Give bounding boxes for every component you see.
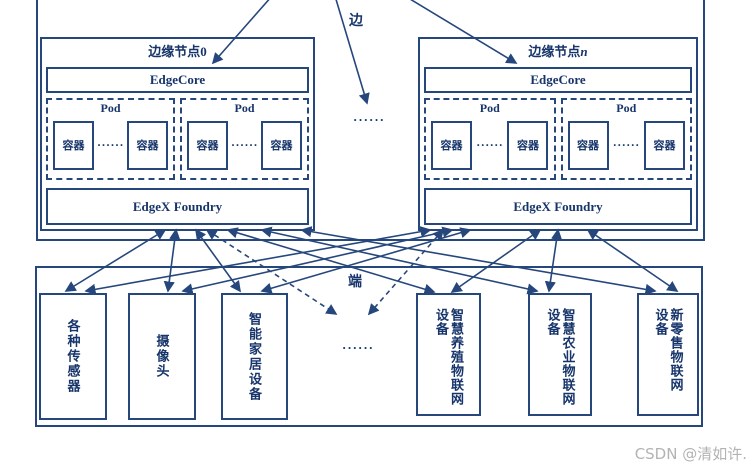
edgex-foundry-box: EdgeX Foundry <box>424 188 692 225</box>
edgecore-label: EdgeCore <box>530 72 586 87</box>
pod-containers: 容器 ······ 容器 <box>426 116 554 178</box>
device-label-suffix: 设备 <box>545 308 561 336</box>
edge-side-label: 边 <box>349 14 363 29</box>
edgecore-label: EdgeCore <box>149 72 206 87</box>
edge-node-n: 边缘节点n EdgeCore Pod 容器 ······ 容器 Pod 容器 ·… <box>418 37 698 231</box>
device-label: 各种传感器 <box>65 319 81 394</box>
more-edge-nodes-ellipsis: ······ <box>352 112 385 127</box>
edgecore-box: EdgeCore <box>46 67 309 93</box>
device-label-suffix: 设备 <box>434 308 449 336</box>
pod-box: Pod 容器 ······ 容器 <box>46 98 175 180</box>
container-box: 容器 <box>643 120 685 170</box>
pod-label: Pod <box>479 101 500 115</box>
container-box: 容器 <box>567 120 609 170</box>
device-box-sensors: 各种传感器 <box>39 293 107 420</box>
device-label: 智能家居设备 <box>247 311 262 402</box>
containers-ellipsis: ······ <box>96 137 124 152</box>
device-box-smart-agriculture-iot: 智慧农业物联网 设备 <box>528 293 592 416</box>
device-box-smart-farming-iot: 智慧养殖物联网 设备 <box>416 293 481 416</box>
device-box-camera: 摄像头 <box>128 293 196 420</box>
edge-node-0-title-prefix: 边缘节点 <box>148 44 201 59</box>
container-box: 容器 <box>260 120 302 170</box>
edge-node-0: 边缘节点0 EdgeCore Pod 容器 ······ 容器 Pod 容器 ·… <box>40 37 315 231</box>
edge-node-n-title-index: n <box>580 44 588 59</box>
edge-node-n-title: 边缘节点n <box>420 41 696 60</box>
pod-box: Pod 容器 ······ 容器 <box>424 98 556 180</box>
more-devices-ellipsis: ······ <box>341 340 374 355</box>
device-label: 智慧养殖物联网 <box>449 308 464 406</box>
device-label: 智慧农业物联网 <box>560 308 576 406</box>
watermark: CSDN @清如许. <box>634 445 747 463</box>
container-box: 容器 <box>187 120 228 170</box>
device-label: 摄像头 <box>154 334 170 379</box>
container-box: 容器 <box>126 120 168 170</box>
pods-row: Pod 容器 ······ 容器 Pod 容器 ······ 容器 <box>46 98 309 180</box>
edgex-foundry-box: EdgeX Foundry <box>46 188 309 225</box>
edge-node-n-title-prefix: 边缘节点 <box>528 44 581 59</box>
pod-box: Pod 容器 ······ 容器 <box>560 98 692 180</box>
edgex-foundry-label: EdgeX Foundry <box>513 198 603 214</box>
container-box: 容器 <box>53 120 94 170</box>
container-box: 容器 <box>431 120 472 170</box>
device-box-smart-home: 智能家居设备 <box>221 293 288 420</box>
edge-node-0-title: 边缘节点0 <box>42 41 313 60</box>
device-label: 新零售物联网 <box>668 308 684 392</box>
pod-containers: 容器 ······ 容器 <box>563 116 691 178</box>
edgecore-box: EdgeCore <box>424 67 692 93</box>
edge-node-0-title-index: 0 <box>200 44 207 59</box>
pods-row: Pod 容器 ······ 容器 Pod 容器 ······ 容器 <box>424 98 692 180</box>
pod-label: Pod <box>234 101 255 115</box>
pod-label: Pod <box>616 101 637 115</box>
pod-label: Pod <box>100 101 121 115</box>
device-side-label: 端 <box>348 275 362 290</box>
pod-containers: 容器 ······ 容器 <box>48 116 173 178</box>
device-label-suffix: 设备 <box>653 308 669 336</box>
edgex-foundry-label: EdgeX Foundry <box>132 198 223 214</box>
containers-ellipsis: ······ <box>476 137 504 152</box>
container-box: 容器 <box>507 120 549 170</box>
pod-containers: 容器 ······ 容器 <box>182 116 307 178</box>
pod-box: Pod 容器 ······ 容器 <box>180 98 309 180</box>
containers-ellipsis: ······ <box>612 137 640 152</box>
device-box-new-retail-iot: 新零售物联网 设备 <box>637 293 699 416</box>
containers-ellipsis: ······ <box>230 137 258 152</box>
